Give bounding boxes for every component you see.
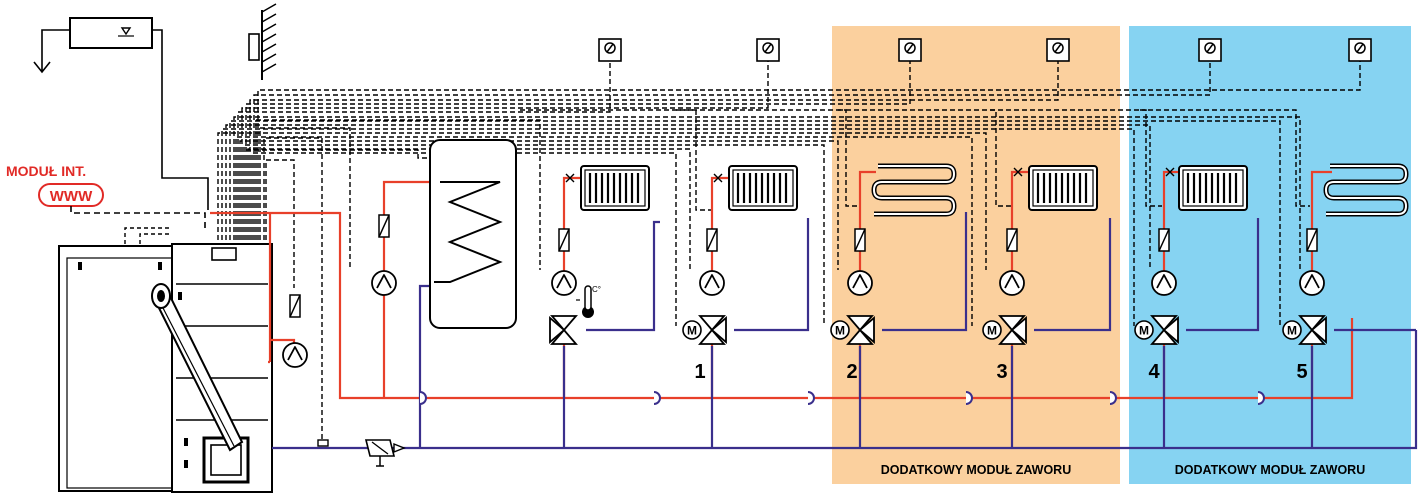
temperature-sensor-icon: C° [576,285,601,318]
room-thermostat-icon [598,38,622,62]
mixing-valve-icon [699,315,727,345]
valve-motor-icon [982,320,1002,340]
check-valve-icon [1006,228,1018,252]
boiler-icon [58,227,273,493]
circulation-pump-icon [699,270,725,296]
circulation-pump-icon [551,270,577,296]
extra-module-area-blue [1129,26,1411,484]
check-valve-icon [558,228,570,252]
internet-module-title: MODUŁ INT. [6,163,86,179]
circulation-pump-icon [282,342,308,368]
mixing-valve-icon [549,315,577,345]
extra-module-label-orange: DODATKOWY MODUŁ ZAWORU [881,463,1072,477]
room-thermostat-icon [1348,38,1372,62]
circuit-number-5: 5 [1296,361,1307,383]
return-pipe [272,212,1418,450]
valve-motor-icon [682,320,702,340]
check-valve-icon [1306,228,1318,252]
svg-text:C°: C° [592,285,601,294]
extra-module-area-orange [832,26,1120,484]
check-valve-icon [706,228,718,252]
check-valve-icon [854,228,866,252]
circulation-pump-icon [371,270,397,296]
valve-motor-icon [1134,320,1154,340]
valve-motor-icon [830,320,850,340]
circulation-pump-icon [1299,270,1325,296]
radiator-icon [1178,165,1248,211]
outdoor-sensor-icon [248,3,277,80]
extra-module-label-blue: DODATKOWY MODUŁ ZAWORU [1175,463,1366,477]
thermostatic-valve-icon [565,167,1175,183]
room-thermostat-icon [756,38,780,62]
circuit-number-3: 3 [996,361,1007,383]
circulation-pump-icon [1151,270,1177,296]
circulation-pump-icon [999,270,1025,296]
radiator-icon [580,165,650,211]
pipe-crossovers [419,391,1265,405]
buffer-tank-icon [429,139,517,329]
room-thermostat-icon [1198,38,1222,62]
internet-link-line [70,206,206,232]
check-valve-icon [1158,228,1170,252]
circulation-pump-icon [847,270,873,296]
pellet-feeder-icon [151,283,244,452]
circuit-number-2: 2 [846,361,857,383]
radiator-icon [1028,165,1098,211]
circuit-number-4: 4 [1148,361,1160,383]
check-valve-icon [378,214,390,238]
expansion-tank-icon [33,17,209,210]
filter-icon [317,439,406,467]
check-valve-icon [289,294,301,318]
room-thermostat-icon [898,38,922,62]
www-badge-label: WWW [50,188,93,205]
room-thermostat-icon [1046,38,1070,62]
valve-motor-icon [1282,320,1302,340]
radiator-icon [728,165,798,211]
circuit-number-1: 1 [694,361,705,383]
